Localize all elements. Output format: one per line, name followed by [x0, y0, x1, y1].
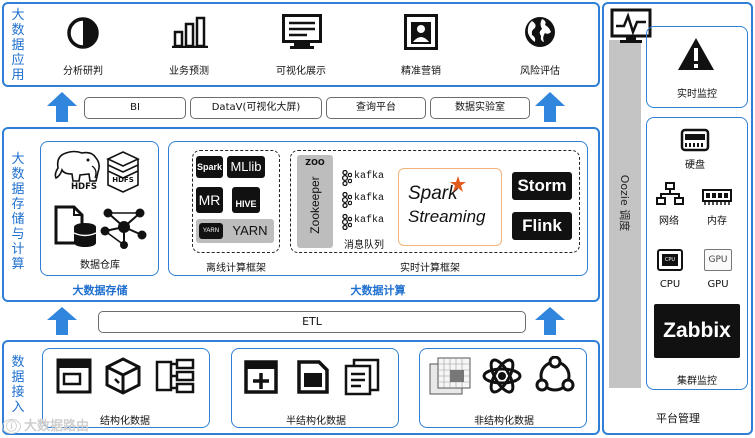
monitor-pulse-icon: [610, 8, 652, 43]
oozie-label: Oozie 调度: [618, 174, 631, 232]
kafka-icon: [341, 170, 352, 186]
cpu-label: CPU: [659, 279, 681, 290]
zoo-label: ZOO: [305, 158, 325, 167]
compute-label: 大数据计算: [350, 284, 406, 297]
app-item-label: 可视化展示: [276, 66, 326, 77]
table-form-icon: [56, 358, 92, 394]
cube-box-icon: [105, 357, 141, 395]
cluster-monitor-label: 集群监控: [677, 376, 717, 387]
gpu-chip-text: GPU: [708, 255, 728, 265]
docs-stack-icon: [344, 358, 380, 396]
app-item-label: 业务预测: [169, 66, 209, 77]
cpu-chip-text: CPU: [662, 254, 678, 266]
bi-pill[interactable]: BI: [84, 97, 186, 119]
app-item-label: 精准营销: [401, 66, 441, 77]
kafka-label: kafka: [354, 215, 385, 226]
hive-logo: HIVE: [232, 187, 260, 213]
plus-box-icon: [244, 360, 278, 394]
network-icon: [656, 182, 684, 205]
network-graph-icon: [100, 208, 147, 249]
image-grid-icon: [429, 357, 471, 395]
hadoop-elephant-icon: [54, 150, 100, 182]
gpu-chip-icon: GPU: [704, 249, 732, 271]
kafka-label: kafka: [354, 193, 385, 204]
zabbix-logo: Zabbix: [654, 304, 740, 358]
offline-caption: 离线计算框架: [206, 263, 266, 274]
up-arrow-icon: [47, 92, 77, 122]
disk-icon: [680, 128, 710, 152]
etl-pill[interactable]: ETL: [98, 311, 526, 333]
realtime-monitor-subpanel: [646, 26, 748, 108]
memory-label: 内存: [707, 216, 727, 227]
oozie-bar: [609, 40, 641, 388]
gpu-label: GPU: [707, 279, 729, 290]
up-arrow-icon: [535, 92, 565, 122]
flink-logo: Flink: [512, 212, 572, 240]
up-arrow-icon: [535, 307, 565, 335]
app-item-label: 分析研判: [63, 66, 103, 77]
yarn-small-logo: YARN: [199, 223, 223, 239]
realtime-monitor-label: 实时监控: [677, 89, 717, 100]
kafka-label: kafka: [354, 171, 385, 182]
storage-label: 大数据存储: [72, 284, 128, 297]
warning-icon: [678, 38, 714, 70]
unstructured-subpanel: [419, 348, 587, 428]
semi-subpanel: [231, 348, 399, 428]
spark-streaming-box: [398, 168, 502, 246]
spark-streaming-spark: Spark: [408, 183, 458, 204]
semi-label: 半结构化数据: [286, 416, 346, 427]
portrait-icon: [404, 14, 438, 50]
hdfs-stack-icon: [106, 151, 140, 193]
network-label: 网络: [659, 216, 679, 227]
unstructured-label: 非结构化数据: [474, 416, 534, 427]
mllib-logo: MLlib: [227, 156, 265, 178]
app-item-label: 风险评估: [520, 66, 560, 77]
datav-pill[interactable]: DataV(可视化大屏): [190, 97, 322, 119]
monitor-chart-icon: [282, 14, 322, 49]
realtime-caption: 实时计算框架: [400, 263, 460, 274]
hdfs-label: HDFS: [112, 176, 134, 184]
compute-subpanel: [168, 141, 588, 276]
cluster-monitor-subpanel: [646, 117, 748, 390]
data-lab-pill[interactable]: 数据实验室: [430, 97, 530, 119]
mr-logo: MR: [196, 187, 223, 213]
mq-caption: 消息队列: [344, 240, 384, 251]
zookeeper-bar: [297, 155, 333, 248]
document-icon: [297, 360, 329, 394]
cpu-chip-icon: CPU: [657, 249, 683, 271]
realtime-frame: [290, 150, 580, 253]
share-network-icon: [535, 356, 575, 392]
spark-star-icon: [450, 176, 466, 192]
hdfs-label: HDFS: [70, 182, 98, 192]
spark-streaming-label: Streaming: [408, 207, 486, 226]
offline-frame: [192, 150, 280, 253]
kafka-icon: [341, 214, 352, 230]
tree-list-icon: [155, 358, 195, 394]
up-arrow-icon: [47, 307, 77, 335]
spark-logo: Spark: [196, 156, 223, 178]
bar-chart-icon: [172, 16, 208, 48]
database-file-icon: [54, 205, 97, 247]
warehouse-label: 数据仓库: [80, 260, 120, 271]
storm-logo: Storm: [512, 172, 572, 200]
yarn-text: YARN: [232, 223, 268, 238]
disk-label: 硬盘: [685, 160, 705, 171]
structured-label: 结构化数据: [100, 416, 150, 427]
memory-icon: [702, 189, 732, 205]
app-panel-title: 大数据应用: [11, 8, 25, 83]
structured-subpanel: [42, 348, 210, 428]
query-platform-pill[interactable]: 查询平台: [326, 97, 426, 119]
platform-title: 平台管理: [656, 412, 700, 425]
globe-icon: [525, 17, 555, 47]
zookeeper-label: Zookeeper: [308, 176, 322, 234]
atom-icon: [482, 358, 522, 394]
ingest-title: 数据接入: [11, 355, 25, 415]
storage-compute-title: 大数据存储与计算: [11, 152, 25, 272]
kafka-icon: [341, 192, 352, 208]
storage-subpanel: [40, 141, 159, 276]
pie-chart-icon: [67, 17, 99, 49]
